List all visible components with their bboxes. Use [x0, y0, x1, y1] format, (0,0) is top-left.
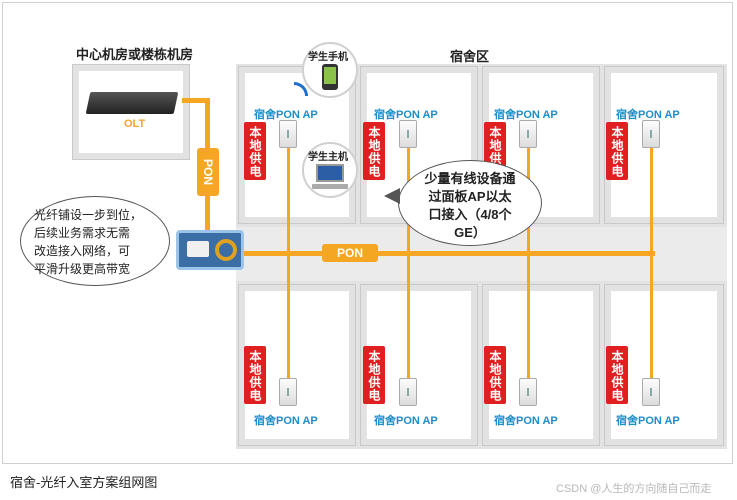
- keyboard-icon: [312, 184, 348, 189]
- pon-ap-device: [399, 120, 417, 148]
- local-power-tag: 本地供电: [244, 346, 266, 404]
- local-power-tag: 本地供电: [606, 346, 628, 404]
- fiber-horizontal-main: [230, 251, 655, 256]
- olt-label: OLT: [124, 118, 146, 130]
- ap-label: 宿舍PON AP: [616, 109, 680, 121]
- callout-line: 过面板AP以太: [428, 189, 512, 204]
- callout-line: 口接入（4/8个: [428, 207, 512, 222]
- olt-device: [85, 92, 179, 114]
- student-phone-label: 学生手机: [308, 52, 348, 63]
- pon-ap-device: [279, 378, 297, 406]
- callout-line: 平滑升级更高带宽: [34, 262, 131, 276]
- fiber-benefit-callout: [20, 196, 170, 286]
- local-power-tag: 本地供电: [363, 122, 385, 180]
- pon-ap-device: [642, 120, 660, 148]
- figure-caption: 宿舍-光纤入室方案组网图: [10, 475, 158, 490]
- student-pc-label: 学生主机: [308, 152, 348, 163]
- pon-vertical-label: PON: [197, 148, 219, 196]
- wifi-icon: [294, 82, 308, 96]
- fiber-benefit-text: 光纤铺设一步到位， 后续业务需求无需 改造接入网络，可 平滑升级更高带宽: [34, 206, 162, 278]
- pon-ap-device: [279, 120, 297, 148]
- fiber-drop: [650, 140, 653, 380]
- pon-ap-device: [519, 120, 537, 148]
- callout-line: 少量有线设备通: [424, 171, 516, 186]
- wired-access-callout: [398, 160, 542, 246]
- callout-line: 后续业务需求无需: [34, 226, 131, 240]
- local-power-tag: 本地供电: [244, 122, 266, 180]
- phone-icon: [322, 64, 338, 90]
- diagram-frame: [2, 2, 733, 464]
- fiber-coil-icon: [215, 239, 237, 261]
- fiber-olt-down: [182, 98, 208, 103]
- ap-label: 宿舍PON AP: [254, 415, 318, 427]
- ap-label: 宿舍PON AP: [374, 415, 438, 427]
- local-power-tag: 本地供电: [606, 122, 628, 180]
- pon-ap-device: [642, 378, 660, 406]
- local-power-tag: 本地供电: [363, 346, 385, 404]
- splitter-icon: [187, 241, 209, 257]
- pon-ap-device: [519, 378, 537, 406]
- ap-label: 宿舍PON AP: [494, 415, 558, 427]
- ap-label: 宿舍PON AP: [616, 415, 680, 427]
- dorm-area-title: 宿舍区: [450, 49, 490, 64]
- callout-line: 改造接入网络，可: [34, 244, 131, 258]
- watermark: CSDN @人生的方向随自己而走: [556, 483, 712, 495]
- callout-pointer: [384, 188, 400, 204]
- center-room-title: 中心机房或楼栋机房: [76, 47, 194, 62]
- fiber-drop: [527, 140, 530, 380]
- fiber-drop: [287, 140, 290, 380]
- local-power-tag: 本地供电: [484, 346, 506, 404]
- pon-ap-device: [399, 378, 417, 406]
- callout-line: 光纤铺设一步到位，: [34, 208, 143, 222]
- optical-splitter: [176, 230, 244, 270]
- computer-icon: [316, 164, 344, 182]
- ap-label: 宿舍PON AP: [254, 109, 318, 121]
- ap-label: 宿舍PON AP: [494, 109, 558, 121]
- wired-access-text: 少量有线设备通 过面板AP以太 口接入（4/8个 GE）: [414, 170, 526, 242]
- fiber-drop: [407, 140, 410, 380]
- ap-label: 宿舍PON AP: [374, 109, 438, 121]
- pon-horizontal-label: PON: [322, 244, 378, 262]
- callout-line: GE）: [454, 225, 486, 240]
